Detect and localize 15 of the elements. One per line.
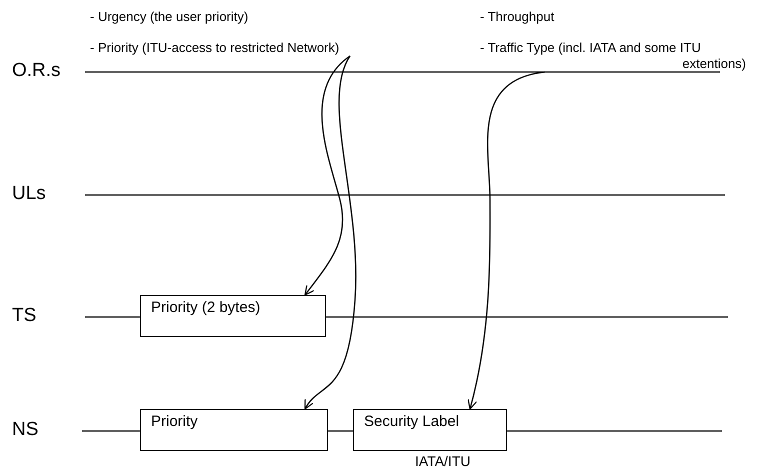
annotation-text: - Urgency (the user priority) — [90, 9, 248, 25]
layer-name: O.R.s — [12, 60, 61, 82]
field-box: Priority (2 bytes) — [140, 295, 326, 337]
layer-name: TS — [12, 305, 36, 327]
annotation-text: - Priority (ITU-access to restricted Network) — [90, 40, 410, 56]
field-box: Priority — [140, 409, 328, 451]
arrow — [467, 71, 546, 410]
layer-name: ULs — [12, 183, 46, 205]
arrow — [304, 56, 350, 296]
arrow — [304, 56, 356, 410]
layer-name: NS — [12, 419, 38, 441]
field-note: IATA/ITU — [415, 453, 470, 469]
annotation-text: - Throughput — [480, 9, 554, 25]
field-box: Security Label — [353, 409, 507, 451]
annotation-text: - Traffic Type (incl. IATA and some ITU extentions) — [480, 40, 746, 72]
